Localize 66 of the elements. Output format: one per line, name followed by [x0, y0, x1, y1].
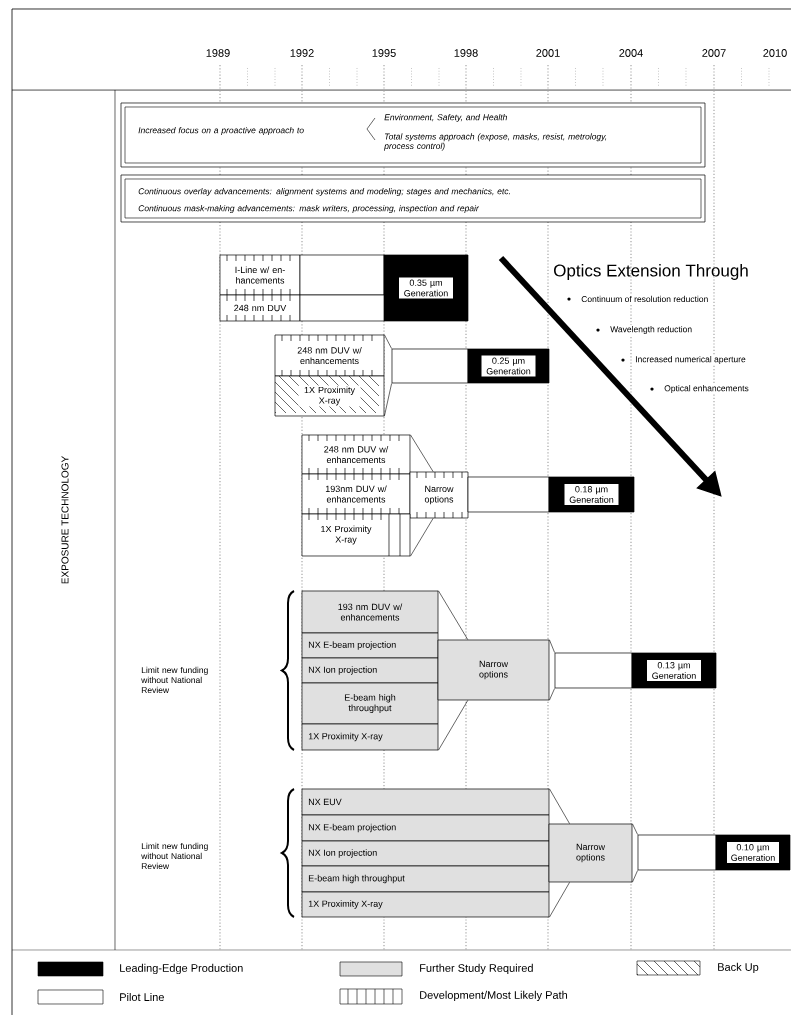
funnel-line: [549, 882, 570, 918]
year-label: 2007: [702, 49, 726, 57]
note-box: Continuous overlay advancements: alignment systems and modeling; stages and mechanics, etc. Continuous mask-making advancements: mask writers, processing, inspection and repair: [120, 174, 706, 223]
study-box: NX E-beam projection: [301, 632, 439, 659]
year-label: 1989: [206, 49, 230, 57]
legend-label: Back Up: [718, 962, 759, 974]
generation-box: 0.10 µm Generation: [715, 834, 791, 871]
year-label: 2004: [619, 49, 643, 57]
pilot-line-bar: [467, 476, 550, 513]
backup-box: 1X Proximity X-ray: [274, 375, 385, 417]
funnel-line: [410, 434, 434, 472]
development-box: 248 nm DUV w/ enhancements: [274, 334, 385, 377]
generation-box: 0.25 µm Generation: [467, 348, 550, 384]
funnel-line: [632, 823, 638, 835]
study-box: NX E-beam projection: [301, 814, 550, 842]
study-box: 193 nm DUV w/ enhancements: [301, 590, 439, 634]
study-box: NX EUV: [301, 788, 550, 816]
generation-box: 0.13 µm Generation: [631, 652, 717, 689]
funnel-line: [438, 590, 469, 640]
development-box: I-Line w/ en- hancements: [219, 254, 301, 296]
legend-label: Development/Most Likely Path: [420, 990, 567, 1002]
development-box: Narrow options: [409, 471, 469, 519]
generation-box: 0.18 µm Generation: [548, 476, 635, 513]
funnel-line: [632, 870, 638, 883]
legend-label: Pilot Line: [120, 992, 164, 1002]
funnel-line: [410, 518, 434, 557]
development-box: 193nm DUV w/ enhancements: [301, 473, 411, 515]
study-box: 1X Proximity X-ray: [301, 891, 550, 918]
study-box: E-beam high throughput: [301, 682, 439, 725]
study-box: NX Ion projection: [301, 840, 550, 867]
year-label: 1998: [454, 49, 478, 57]
development-box: 1X Proximity X-ray: [301, 513, 411, 557]
note: Limit new funding without National Review: [141, 666, 208, 694]
study-box: E-beam high throughput: [301, 865, 550, 893]
generation-box: 0.35 µm Generation: [383, 254, 469, 322]
study-box: Narrow options: [437, 639, 550, 701]
year-label: 2001: [536, 49, 560, 57]
study-box: Narrow options: [548, 823, 633, 883]
note: Limit new funding without National Review: [141, 842, 208, 870]
year-label: 1992: [290, 49, 314, 57]
pilot-line-bar: [554, 652, 633, 689]
bullet-item: Optical enhancements: [650, 384, 750, 394]
heading: Optics Extension Through: [554, 264, 748, 280]
pilot-line-bar: [299, 294, 385, 322]
bullet-item: Wavelength reduction: [596, 325, 694, 335]
pilot-line-bar: [299, 254, 385, 296]
study-box: 1X Proximity X-ray: [301, 723, 439, 751]
year-label: 1995: [372, 49, 396, 57]
year-label: 2010: [763, 49, 787, 57]
funnel-line: [549, 639, 555, 653]
funnel-line: [384, 383, 392, 417]
legend-label: Leading-Edge Production: [120, 963, 243, 975]
development-box: 248 nm DUV w/ enhancements: [301, 434, 411, 475]
bullet-item: Continuum of resolution reduction: [567, 294, 710, 304]
funnel-line: [549, 788, 570, 824]
study-box: NX Ion projection: [301, 657, 439, 684]
axis-title: EXPOSURE TECHNOLOGY: [61, 456, 69, 584]
funnel-line: [384, 334, 392, 349]
development-box: 248 nm DUV: [219, 294, 301, 322]
funnel-line: [549, 688, 555, 701]
note-box: Increased focus on a proactive approach to Environment, Safety, and Health Total systems approach (expose, masks, resist, metrology, process control): [120, 102, 706, 168]
bullet-item: Increased numerical aperture: [621, 355, 747, 365]
funnel-line: [438, 700, 469, 751]
pilot-line-bar: [391, 348, 469, 384]
legend-label: Further Study Required: [420, 963, 533, 975]
pilot-line-bar: [637, 834, 717, 871]
